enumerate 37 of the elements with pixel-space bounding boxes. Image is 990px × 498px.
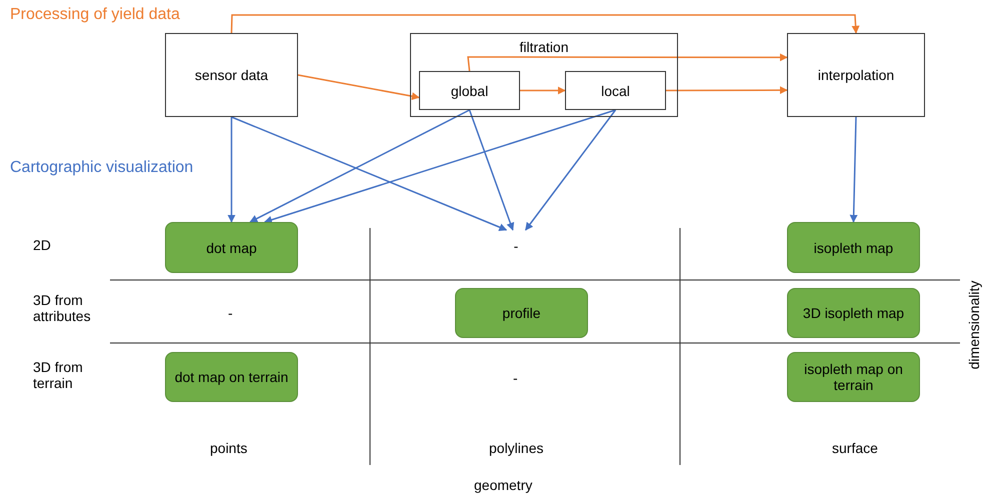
- arrow: [249, 109, 470, 223]
- arrow: [468, 110, 514, 231]
- map-type-box: profile: [455, 288, 588, 338]
- group-title: filtration: [518, 39, 570, 55]
- section-heading: Processing of yield data: [10, 6, 180, 24]
- map-type-box: 3D isopleth map: [787, 288, 920, 338]
- map-type-box: dot map on terrain: [165, 352, 298, 402]
- cell-text: -: [513, 370, 518, 386]
- arrow: [850, 116, 858, 223]
- group-box: [410, 33, 678, 117]
- column-label: surface: [832, 440, 878, 456]
- cell-text: -: [500, 230, 532, 262]
- arrow: [298, 74, 420, 100]
- arrow: [467, 53, 788, 72]
- arrow: [264, 109, 616, 224]
- section-heading: Cartographic visualization: [10, 159, 194, 177]
- row-label: 3D from terrain: [33, 359, 84, 391]
- arrow: [228, 117, 236, 223]
- map-type-box: dot map: [165, 222, 298, 273]
- row-label: 2D: [33, 237, 51, 253]
- map-type-box: isopleth map on terrain: [787, 352, 920, 402]
- arrow: [231, 116, 508, 231]
- arrow: [520, 86, 566, 94]
- arrow: [525, 110, 616, 231]
- process-box: local: [565, 71, 666, 110]
- process-box: global: [419, 71, 520, 110]
- cell-text: -: [228, 305, 233, 321]
- process-box: sensor data: [165, 33, 298, 117]
- axis-title: dimensionality: [966, 280, 982, 370]
- arrow: [230, 14, 860, 34]
- axis-title: geometry: [474, 477, 532, 493]
- arrow: [666, 86, 788, 94]
- map-type-box: isopleth map: [787, 222, 920, 273]
- column-label: polylines: [489, 440, 544, 456]
- row-label: 3D from attributes: [33, 292, 92, 324]
- column-label: points: [210, 440, 248, 456]
- process-box: interpolation: [787, 33, 925, 117]
